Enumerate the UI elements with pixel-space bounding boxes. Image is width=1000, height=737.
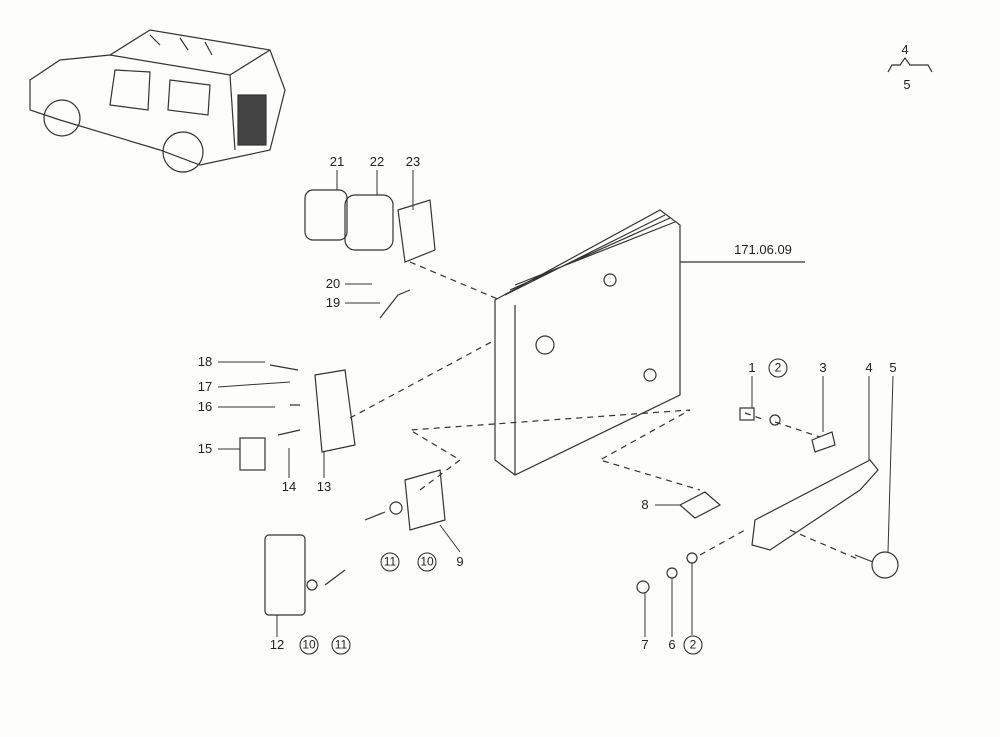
callout-12: 12 [269, 637, 285, 652]
callout-2-circled: 2 [768, 358, 788, 378]
bumper-9 [404, 469, 446, 531]
callout-19: 19 [325, 295, 341, 310]
seal-21 [304, 189, 348, 241]
callout-22: 22 [369, 154, 385, 169]
callout-16: 16 [197, 399, 213, 414]
callout-10-circled: 10 [299, 635, 319, 655]
leader-lines [217, 170, 894, 637]
callout-18: 18 [197, 354, 213, 369]
callout-17: 17 [197, 379, 213, 394]
callout-1: 1 [748, 360, 756, 375]
gasket-8 [678, 491, 722, 519]
callout-4: 4 [865, 360, 873, 375]
callout-2-circled: 2 [683, 635, 703, 655]
callout-3: 3 [819, 360, 827, 375]
door-panel [494, 209, 681, 476]
legend-bottom-label: 5 [903, 77, 911, 92]
callout-13: 13 [316, 479, 332, 494]
striker-15 [239, 437, 266, 471]
key-5 [871, 551, 899, 579]
callout-20: 20 [325, 276, 341, 291]
legend-top-label: 4 [901, 42, 909, 57]
reference-number: 171.06.09 [734, 242, 792, 257]
callout-7: 7 [641, 637, 649, 652]
callout-8: 8 [641, 497, 649, 512]
callout-10-circled: 10 [417, 552, 437, 572]
callout-21: 21 [329, 154, 345, 169]
callout-15: 15 [197, 441, 213, 456]
callout-5: 5 [889, 360, 897, 375]
latch-13 [314, 369, 356, 453]
legend-bracket [887, 56, 933, 73]
callout-14: 14 [281, 479, 297, 494]
pad-3 [811, 431, 836, 453]
lock-housing-23 [397, 199, 436, 263]
guide-12 [264, 534, 306, 616]
rod-19 [379, 289, 411, 319]
callout-11-circled: 11 [331, 635, 351, 655]
callout-6: 6 [668, 637, 676, 652]
callout-9: 9 [456, 554, 464, 569]
vehicle-illustration [29, 29, 286, 173]
callout-11-circled: 11 [380, 552, 400, 572]
seal-22 [344, 194, 394, 251]
callout-23: 23 [405, 154, 421, 169]
handle-4 [751, 459, 879, 551]
